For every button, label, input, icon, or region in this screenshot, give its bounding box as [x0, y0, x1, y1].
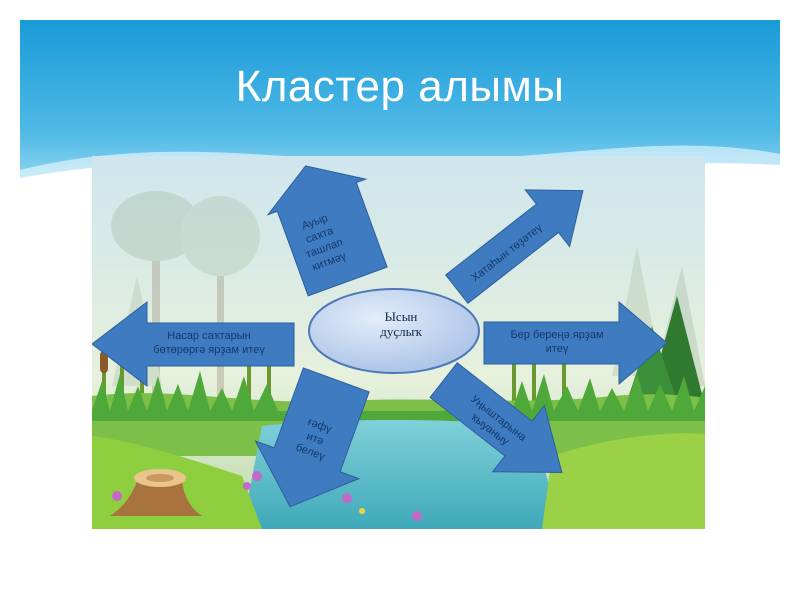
cluster-diagram: Насар саҡтарын бөтөрөргә ярҙам итеү Бер … [92, 156, 705, 529]
arrow-left-line2: бөтөрөргә ярҙам итеү [153, 344, 265, 356]
center-label: Ысын дуҫлыҡ [346, 309, 456, 339]
arrows-layer [92, 165, 668, 508]
arrow-right-label: Бер береңә ярҙам итеү [497, 328, 617, 356]
arrow-left-label: Насар саҡтарын бөтөрөргә ярҙам итеү [134, 329, 284, 357]
slide-title: Кластер алымы [235, 62, 565, 111]
arrow-left [92, 300, 295, 388]
center-label-line1: Ысын [384, 309, 418, 324]
center-ellipse [308, 288, 480, 374]
arrow-up-right [445, 189, 584, 304]
arrow-up-left [266, 165, 388, 297]
arrow-down-left [254, 367, 370, 508]
arrow-right [483, 300, 668, 386]
arrow-right-line2: итеү [545, 343, 569, 355]
arrow-left-line1: Насар саҡтарын [167, 330, 251, 342]
arrow-right-line1: Бер береңә ярҙам [510, 329, 604, 341]
center-label-line2: дуҫлыҡ [380, 324, 422, 339]
arrow-down-right [429, 362, 563, 473]
